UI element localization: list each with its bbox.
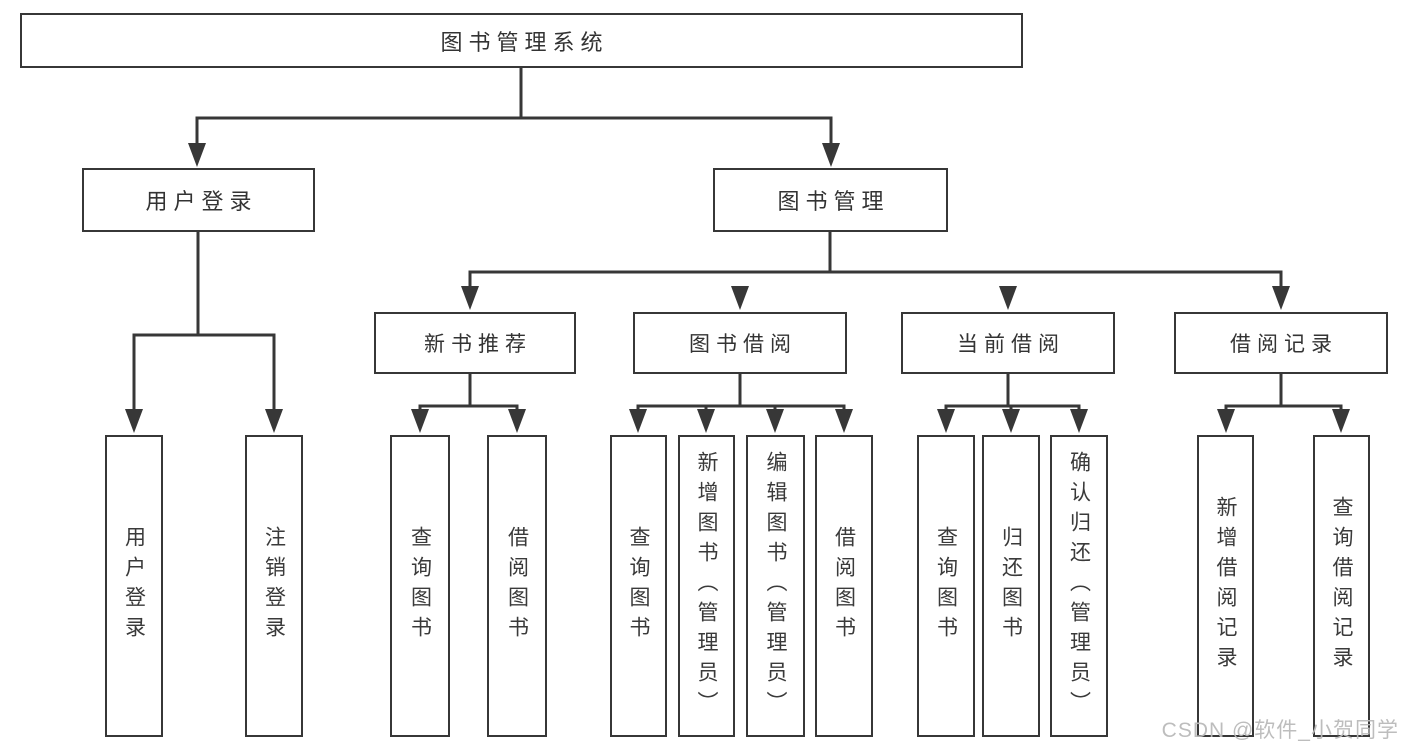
node-book-borrow: 图书借阅 [633,312,847,374]
node-leaf-borrow-book-1: 借阅图书 [487,435,547,737]
node-leaf-add-borrow-record: 新增借阅记录 [1197,435,1254,737]
node-current-borrow: 当前借阅 [901,312,1115,374]
node-root: 图书管理系统 [20,13,1023,68]
watermark: CSDN @软件_小贺同学 [1161,719,1399,742]
node-new-book-recommend: 新书推荐 [374,312,576,374]
node-leaf-confirm-return-admin: 确认归还（管理员） [1050,435,1108,737]
node-book-management: 图书管理 [713,168,948,232]
node-leaf-user-login: 用户登录 [105,435,163,737]
node-borrow-records: 借阅记录 [1174,312,1388,374]
node-leaf-return-book: 归还图书 [982,435,1040,737]
node-leaf-logout: 注销登录 [245,435,303,737]
node-leaf-query-borrow-record: 查询借阅记录 [1313,435,1370,737]
node-user-login: 用户登录 [82,168,315,232]
node-leaf-borrow-book-2: 借阅图书 [815,435,873,737]
node-leaf-edit-book-admin: 编辑图书（管理员） [746,435,805,737]
node-leaf-add-book-admin: 新增图书（管理员） [678,435,735,737]
node-leaf-query-book-1: 查询图书 [390,435,450,737]
node-leaf-query-book-2: 查询图书 [610,435,667,737]
node-leaf-query-book-3: 查询图书 [917,435,975,737]
